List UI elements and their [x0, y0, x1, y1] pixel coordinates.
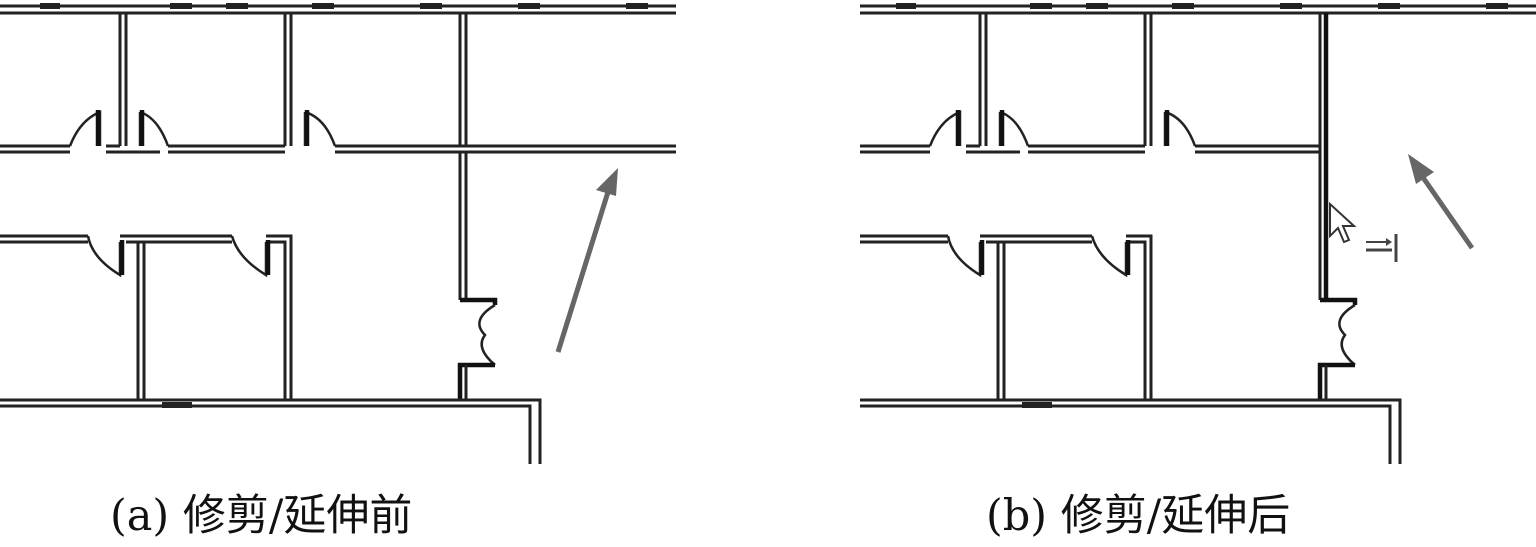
- upper-partitions: [978, 13, 1328, 146]
- caption-before: (a) 修剪/延伸前: [110, 491, 413, 541]
- arrow-pointer-icon: [1408, 154, 1475, 250]
- corridor-upper-wall: [0, 110, 676, 154]
- upper-partitions: [118, 13, 468, 146]
- top-wall: [860, 3, 1536, 15]
- right-partition: [1317, 13, 1358, 400]
- trim-extend-icon: [1366, 234, 1398, 262]
- floor-plan-before: [0, 3, 676, 464]
- panel-after: (b) 修剪/延伸后: [846, 0, 1536, 547]
- top-wall: [0, 3, 676, 15]
- cursor-icon: [1329, 201, 1357, 244]
- panel-before: (a) 修剪/延伸前: [0, 0, 690, 547]
- floor-plan-after: [860, 3, 1536, 464]
- arrow-pointer-icon: [555, 168, 618, 353]
- bottom-wall: [860, 398, 1402, 464]
- bottom-wall: [0, 398, 542, 464]
- corridor-upper-wall: [860, 110, 1320, 154]
- lower-rooms: [860, 234, 1153, 400]
- caption-after: (b) 修剪/延伸后: [986, 491, 1291, 541]
- lower-rooms: [0, 234, 293, 400]
- right-partition: [457, 152, 498, 400]
